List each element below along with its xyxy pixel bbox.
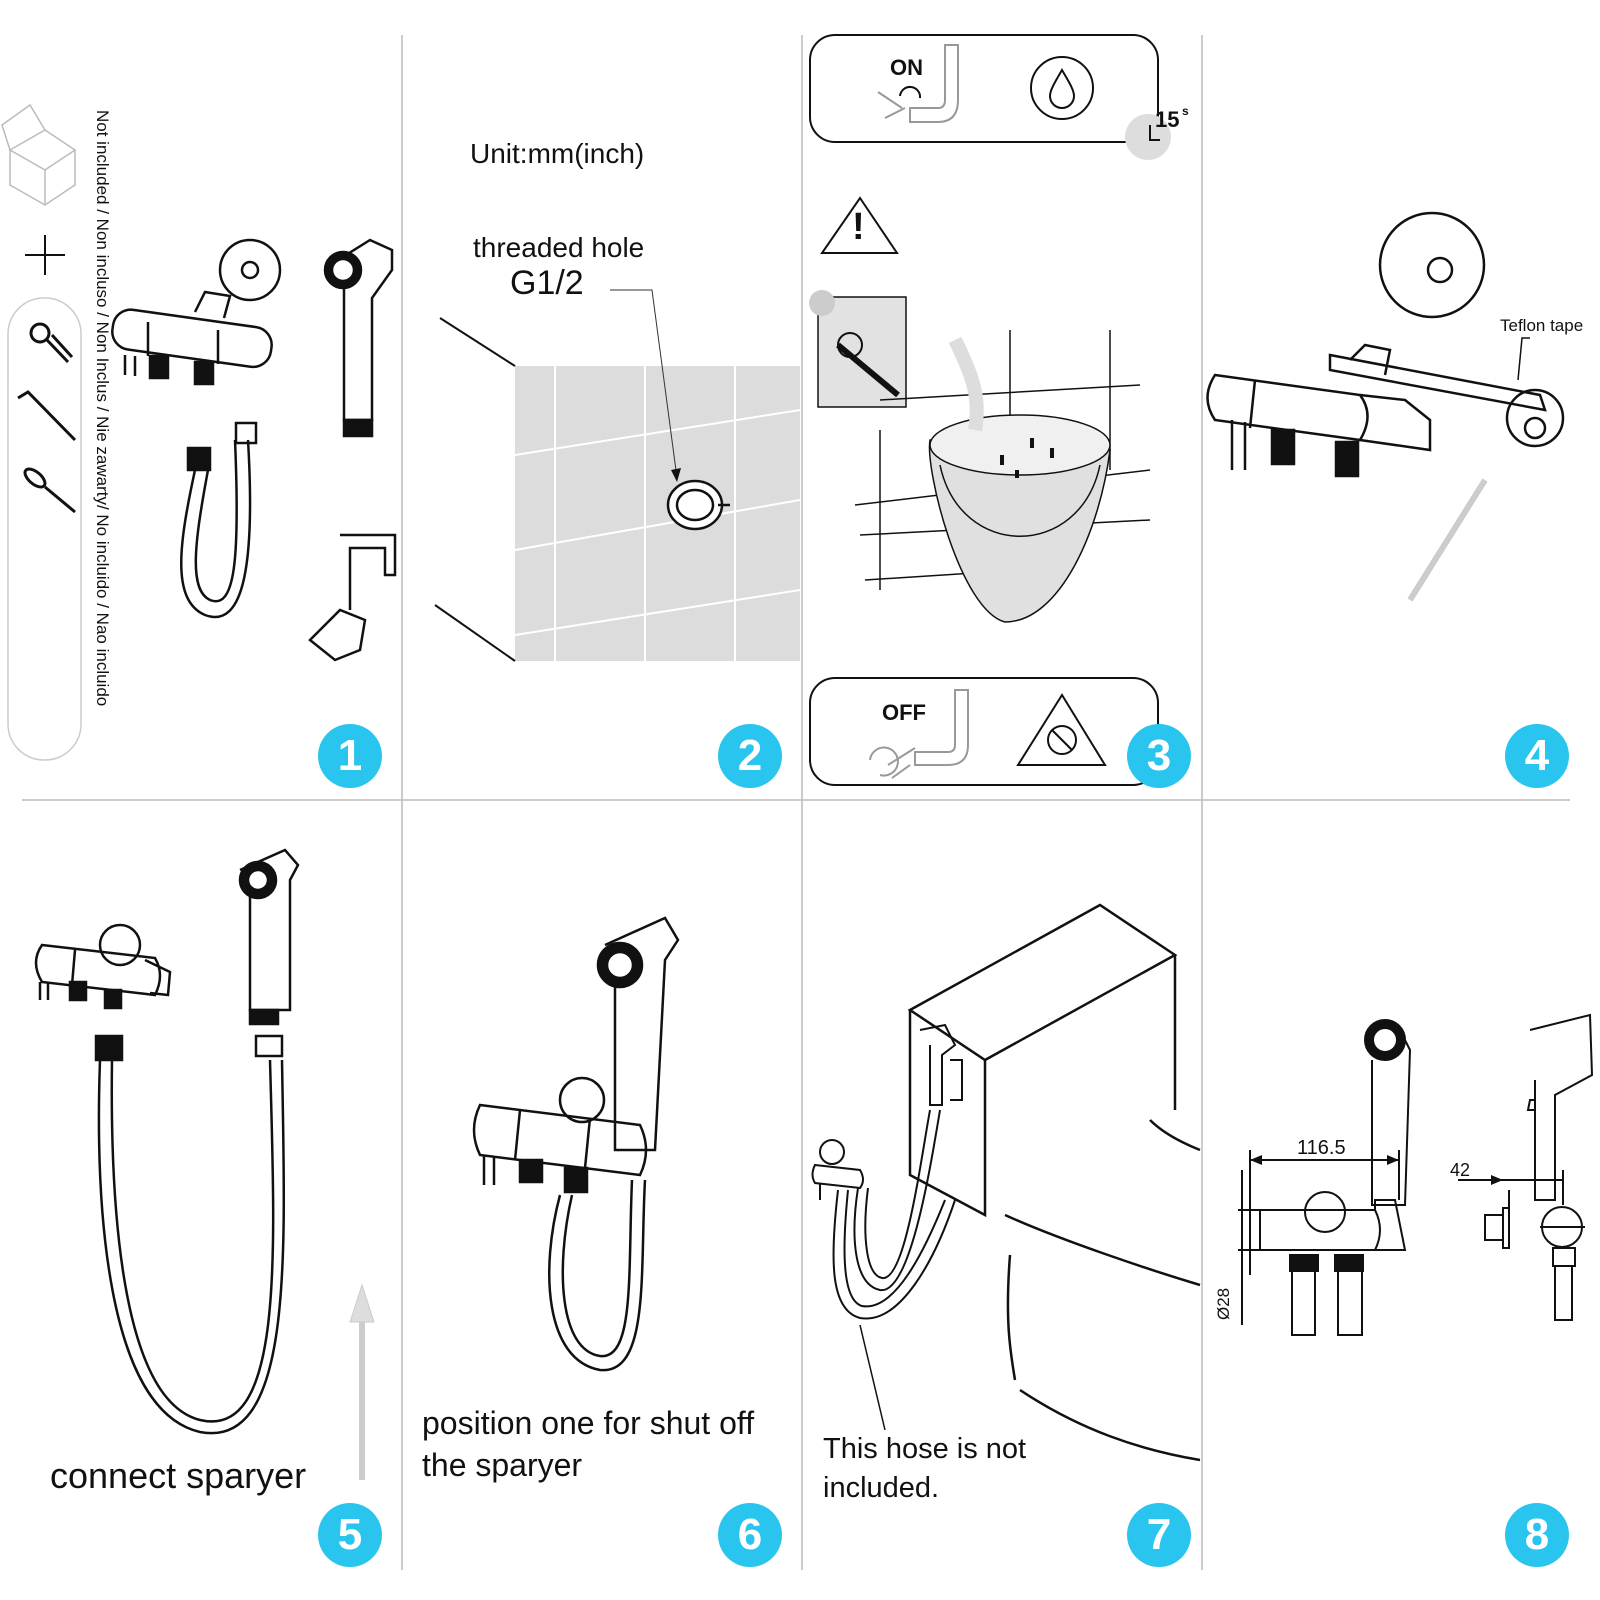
step-badge-7: 7 <box>1127 1503 1191 1567</box>
holder-bracket-1 <box>308 533 397 662</box>
dim-diameter: Ø28 <box>1214 1287 1233 1320</box>
off-label: OFF <box>882 700 926 725</box>
hose-5 <box>94 1034 286 1435</box>
hole-pointer-arrow <box>671 468 681 482</box>
wall-sprayer-7 <box>919 1023 963 1106</box>
tools-panel <box>7 297 82 761</box>
toilet-tank-7 <box>907 903 1201 1462</box>
unit-label: Unit:mm(inch) <box>470 138 645 169</box>
screwdriver-icon <box>23 467 76 514</box>
timer-unit: s <box>1182 104 1189 118</box>
panel1-box-icon <box>1 103 77 206</box>
dimension-drawing-front <box>1238 1019 1412 1336</box>
wrench-icon <box>29 322 74 364</box>
dim-depth: 42 <box>1450 1160 1471 1180</box>
step-badge-3: 3 <box>1127 724 1191 788</box>
hose-1 <box>180 421 258 619</box>
step-badge-1: 1 <box>318 724 382 788</box>
hoses-7 <box>832 1109 956 1320</box>
flange-plate-4 <box>1378 211 1486 319</box>
assembled-unit-6 <box>472 916 680 1372</box>
on-box <box>809 34 1159 143</box>
hose-caption-line1: This hose is not <box>823 1433 1027 1465</box>
grid-lines <box>22 35 1570 1570</box>
timer-value: 15 <box>1155 107 1180 132</box>
hole-pointer-line <box>610 289 678 479</box>
hole-size-label: G1/2 <box>510 264 584 302</box>
valve-off-icon <box>869 689 969 779</box>
wrench-inset <box>809 290 907 408</box>
arrow-up-5-head <box>349 1283 375 1323</box>
tile-wall <box>434 317 801 662</box>
step-badge-2: 2 <box>718 724 782 788</box>
on-label: ON <box>890 55 923 80</box>
step-badge-5: 5 <box>318 1503 382 1567</box>
plus-icon <box>25 235 65 275</box>
dim-width: 116.5 <box>1297 1137 1346 1159</box>
threaded-hole-icon <box>666 479 730 531</box>
hex-key-icon <box>17 390 77 442</box>
sprayer-head-5 <box>238 848 300 1026</box>
valve-body-1 <box>111 238 282 386</box>
arrow-up-4 <box>1407 478 1488 602</box>
hose-pointer-7 <box>859 1324 886 1431</box>
valve-body-4 <box>1206 343 1565 478</box>
dimension-drawing-side <box>1458 1013 1594 1321</box>
no-water-icon <box>1016 693 1107 766</box>
step-badge-4: 4 <box>1505 724 1569 788</box>
not-included-note: Not included / Non incluso / Non Inclus … <box>93 110 112 707</box>
sprayer-head-1 <box>323 238 394 438</box>
warning-mark: ! <box>852 206 865 248</box>
step-badge-8: 8 <box>1505 1503 1569 1567</box>
off-box <box>809 677 1159 786</box>
threaded-hole-label: threaded hole <box>473 232 645 263</box>
clock-icon <box>1125 114 1171 160</box>
shutoff-caption-line1: position one for shut off <box>422 1405 755 1441</box>
warning-icon <box>820 196 899 254</box>
small-valve-7 <box>811 1139 864 1200</box>
hose-caption-line2: included. <box>823 1472 940 1504</box>
connect-caption: connect sparyer <box>50 1455 307 1496</box>
step-badge-6: 6 <box>718 1503 782 1567</box>
shutoff-caption-line2: the sparyer <box>422 1447 583 1483</box>
valve-on-icon <box>877 44 959 123</box>
teflon-tape-label: Teflon tape <box>1500 316 1584 335</box>
water-drop-icon <box>1030 56 1094 120</box>
bucket-scene <box>854 330 1151 623</box>
tape-pointer <box>1517 337 1530 381</box>
valve-body-5 <box>34 923 172 1010</box>
